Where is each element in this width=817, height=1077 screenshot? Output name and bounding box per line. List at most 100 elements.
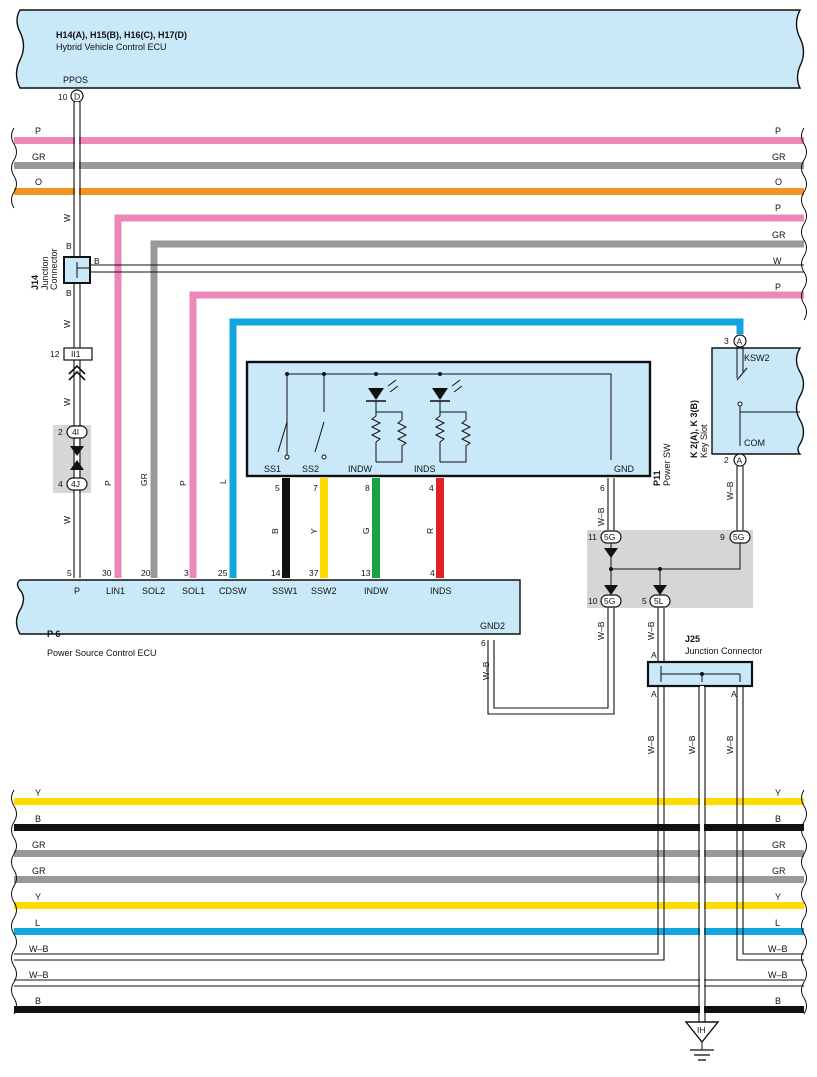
c5g-label: 5G [604, 532, 615, 542]
wire-tag-p: P [178, 480, 188, 486]
wire-l-cdsw [229, 318, 744, 578]
ecu-code: P 6 [47, 629, 60, 639]
term-label-sol2: SOL2 [142, 586, 165, 596]
ecu-name: Power Source Control ECU [47, 648, 157, 658]
wire-label-right: W [773, 256, 782, 266]
wire-label-right: Y [775, 788, 781, 798]
ppos-connector-label: D [74, 92, 80, 102]
wire-tag-wb: W–B [596, 507, 606, 526]
wire-bottom-gr: GR GR [14, 866, 804, 883]
wire-tag-w: W [62, 398, 72, 406]
wire-label-right: W–B [768, 944, 788, 954]
wire-label-right: Y [775, 892, 781, 902]
ps-label-ss1: SS1 [264, 464, 281, 474]
term-label-cdsw: CDSW [219, 586, 247, 596]
c5g-pin-10: 10 [588, 596, 598, 606]
wire-gr-sol2 [150, 240, 804, 578]
wire-label-right: P [775, 203, 781, 213]
wire-label-right: GR [772, 230, 786, 240]
term-pin: 37 [309, 568, 319, 578]
c4i-label: 4I [72, 427, 79, 437]
wire-p-sol1 [189, 291, 804, 578]
term-label-p: P [74, 586, 80, 596]
ksw2-label: KSW2 [744, 353, 770, 363]
term-pin: 14 [271, 568, 281, 578]
connector-4i-4j: 4I 2 4J 4 [53, 425, 91, 493]
wire-bottom-y: Y Y [14, 892, 804, 909]
wire-label-left: Y [35, 892, 41, 902]
gnd2-pin: 6 [481, 638, 486, 648]
hv-ecu-name: Hybrid Vehicle Control ECU [56, 42, 167, 52]
wire-label-right: P [775, 282, 781, 292]
ground-label: IH [697, 1025, 706, 1035]
wire-tag-b: B [66, 288, 72, 298]
wire-bottom-y: Y Y [14, 788, 804, 805]
wire-bottom-wb: W–B W–B [14, 970, 804, 987]
c5g-label: 5G [733, 532, 744, 542]
wire-tag-wb: W–B [596, 621, 606, 640]
wire-label-left: O [35, 177, 42, 187]
wire-tag-b: B [66, 241, 72, 251]
c4j-pin: 4 [58, 479, 63, 489]
term-pin: 25 [218, 568, 228, 578]
wire-label-left: W–B [29, 970, 49, 980]
term-label-ssw2: SSW2 [311, 586, 337, 596]
key-slot-name: Key Slot [699, 424, 709, 458]
ppos-terminal: PPOS [63, 75, 88, 85]
c5g-pin-11: 11 [588, 532, 597, 542]
wire-label-right: O [775, 177, 782, 187]
wire-tag-wb: W–B [646, 621, 656, 640]
c5l-label: 5L [654, 596, 664, 606]
wire-tag-b: B [94, 256, 100, 266]
j25-code: J25 [685, 634, 700, 644]
ps-pin-inds: 4 [429, 483, 434, 493]
com-label: COM [744, 438, 765, 448]
key-slot-pin-bot: 2 [724, 455, 729, 465]
j25-pin-a: A [651, 650, 657, 660]
key-slot-code: K 2(A), K 3(B) [689, 400, 699, 458]
c5g-pin-9: 9 [720, 532, 725, 542]
ps-pin-ss1: 5 [275, 483, 280, 493]
power-source-control-ecu: P 6 Power Source Control ECU GND2 6 P 5 … [15, 568, 521, 658]
wire-top-gr: GR GR [14, 152, 804, 169]
j14-junction-connector: J14 Junction Connector [30, 248, 91, 290]
wire-label-left: W–B [29, 944, 49, 954]
term-label-sol1: SOL1 [182, 586, 205, 596]
wire-label-right: GR [772, 866, 786, 876]
key-slot-conn-bot: A [737, 456, 743, 466]
wire-tag-wb: W–B [481, 661, 491, 680]
j14-name-2: Connector [49, 248, 59, 290]
wire-label-right: L [775, 918, 780, 928]
ppos-pin: 10 [58, 92, 68, 102]
wire-label-right: B [775, 996, 781, 1006]
wire-tag-w: W [62, 516, 72, 524]
wire-bottom-wb: W–B W–B W–B W–B [14, 686, 804, 961]
wire-bottom-gr: GR GR [14, 840, 804, 857]
wb-return-gnd2: W–B W–B [481, 608, 615, 715]
wire-label-left: GR [32, 866, 46, 876]
wire-label-left: B [35, 814, 41, 824]
wire-tag-wb: W–B [687, 735, 697, 754]
ps-label-indw: INDW [348, 464, 372, 474]
wire-tag-r: R [425, 528, 435, 534]
ii1-label: II1 [71, 349, 81, 359]
wire-label-left: B [35, 996, 41, 1006]
c4j-label: 4J [71, 479, 80, 489]
wire-tag-wb: W–B [725, 735, 735, 754]
ps-pin-indw: 8 [365, 483, 370, 493]
ppos-line: W W W W B B B [62, 102, 100, 578]
wire-top-w: W [90, 256, 804, 273]
j14-name-1: Junction [40, 256, 50, 290]
power-sw-code: P11 [652, 470, 662, 486]
term-pin: 3 [184, 568, 189, 578]
power-sw-wires: 5 7 8 4 6 B Y G R W–B [270, 478, 615, 578]
term-pin: 5 [67, 568, 72, 578]
key-slot-conn-top: A [737, 337, 743, 347]
c5l-pin-5: 5 [642, 596, 647, 606]
wire-label-right: W–B [768, 970, 788, 980]
j25-pin-a: A [731, 689, 737, 699]
gnd2-label: GND2 [480, 621, 505, 631]
term-pin: 30 [102, 568, 112, 578]
bottom-wire-bundle: Y Y B B GR GR GR GR Y Y L L [11, 686, 807, 1015]
